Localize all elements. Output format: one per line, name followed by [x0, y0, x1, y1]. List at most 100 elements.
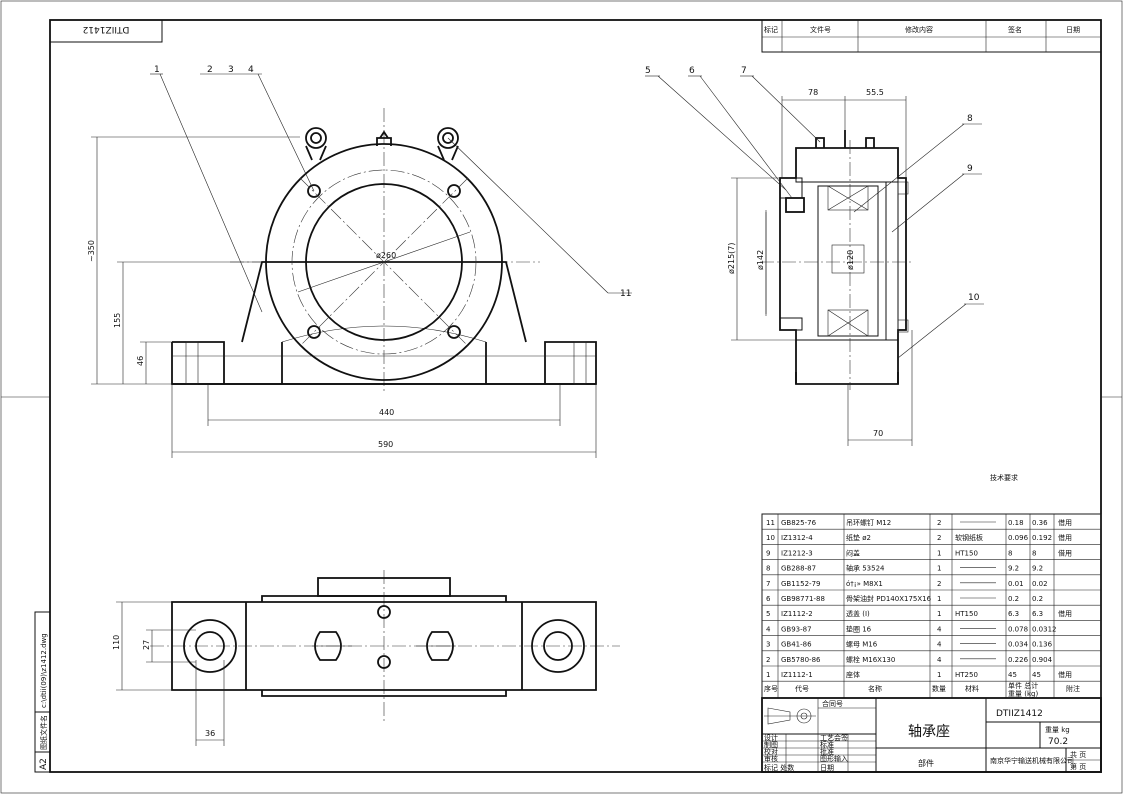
left-margin-info: A2 图纸文件名 c:\dtii(09)\z1412.dwg	[34, 611, 51, 773]
tech-requirements: 技术要求	[990, 473, 1018, 482]
dim-total-height: ~350	[87, 240, 96, 262]
bom-row-qty: 1	[937, 595, 941, 603]
sheet-number: 第 页	[1070, 762, 1086, 771]
bom-row-code: IZ1112-2	[781, 610, 813, 618]
dim-side-bottom: 70	[873, 429, 883, 438]
sheets-total: 共 页	[1070, 750, 1086, 759]
drawing-border	[49, 19, 1102, 773]
bom-row-code: GB288-87	[781, 565, 816, 573]
bom-row-code: GB93-87	[781, 625, 812, 633]
bom-row-weight-total: 9.2	[1032, 565, 1043, 573]
bom-row-qty: 1	[937, 549, 941, 557]
weight-value: 70.2	[1048, 737, 1068, 747]
dim-bolt-span: 440	[379, 408, 394, 417]
sheet-size-code: A2	[39, 758, 49, 770]
dim-side-top1: 78	[808, 88, 818, 97]
title-block: 合同号 轴承座 DTIIZ1412 重量 kg 70.2 部件 南京华宁输送机械…	[761, 697, 1102, 773]
dim-center-height: 155	[113, 313, 122, 328]
bom-row-weight-unit: 0.01	[1008, 580, 1024, 588]
bom-row-weight-total: 0.904	[1032, 656, 1053, 664]
bom-row-weight-unit: 0.2	[1008, 595, 1019, 603]
role-draw: 制图	[764, 740, 778, 749]
dim-side-outer-dia: ø215(7)	[727, 243, 736, 275]
bom-row-qty: 1	[937, 610, 941, 618]
role-input: 图形输入	[820, 754, 848, 763]
balloon-7: 7	[741, 66, 747, 76]
plan-view: 110 27 36	[112, 570, 620, 746]
part-type: 部件	[918, 758, 934, 768]
dim-plan-width: 110	[112, 635, 121, 650]
rev-header-mark: 标记	[764, 25, 778, 34]
bom-row-no: 10	[766, 534, 775, 542]
bom-row-material: HT250	[955, 671, 978, 679]
role-design: 设计	[764, 733, 778, 742]
bom-row-qty: 4	[937, 656, 942, 664]
bom-row-code: GB98771-88	[781, 595, 825, 603]
bom-row-qty: 2	[937, 580, 941, 588]
bom-row-qty: 1	[937, 671, 941, 679]
role-approve: 批准	[820, 747, 834, 756]
balloon-3: 3	[228, 65, 234, 75]
file-name-label: 图纸文件名	[39, 715, 48, 750]
bom-row-name: 垫圈 16	[846, 624, 872, 633]
bom-row-weight-unit: 0.18	[1008, 519, 1024, 527]
bom-row-weight-unit: 45	[1008, 671, 1017, 679]
bom-row-no: 8	[766, 565, 770, 573]
bom-row-weight-total: 0.36	[1032, 519, 1048, 527]
bom-row-weight-total: 0.0312	[1032, 625, 1057, 633]
bom-row-weight-unit: 0.078	[1008, 625, 1028, 633]
bom-header-qty: 数量	[932, 684, 946, 693]
rev-header-sign: 签名	[1008, 25, 1022, 34]
role-date: 日期	[820, 764, 834, 772]
bom-row-code: GB5780-86	[781, 656, 821, 664]
bom-row-weight-unit: 8	[1008, 549, 1012, 557]
rev-header-file: 文件号	[810, 25, 831, 34]
balloon-6: 6	[689, 66, 695, 76]
bom-header-name: 名称	[868, 684, 882, 693]
balloon-8: 8	[967, 114, 973, 124]
bom-row-weight-total: 8	[1032, 549, 1036, 557]
bom-row-name: 闷盖	[846, 548, 860, 557]
bom-row-qty: 2	[937, 534, 941, 542]
bom-row-name: 骨架油封 PD140X175X16	[846, 594, 932, 603]
weight-label: 重量 kg	[1045, 726, 1070, 734]
bom-row-no: 6	[766, 595, 771, 603]
bom-row-weight-unit: 9.2	[1008, 565, 1019, 573]
rev-header-date: 日期	[1066, 26, 1080, 34]
contract-label: 合同号	[822, 699, 843, 708]
bom-header-code: 代号	[795, 684, 809, 693]
bom-row-name: 纸垫 ø2	[846, 533, 871, 542]
side-section-view: 78 55.5 ø215(7) ø142 ø120 70 5 6 7 8 9 1…	[645, 66, 984, 446]
balloon-11: 11	[620, 289, 631, 299]
bom-row-no: 3	[766, 641, 770, 649]
bom-row-name: ó†¡» M8X1	[846, 580, 883, 588]
bom-row-qty: 4	[937, 641, 942, 649]
bom-row-name: 座体	[846, 670, 860, 679]
bom-row-no: 2	[766, 656, 770, 664]
dim-side-shaft-dia: ø142	[756, 250, 765, 270]
balloon-5: 5	[645, 66, 651, 76]
bom-row-name: 吊环螺钉 M12	[846, 518, 891, 527]
drawing-title: 轴承座	[908, 724, 950, 740]
front-bore-dia: ø260	[376, 251, 396, 260]
bom-row-no: 4	[766, 625, 771, 633]
bom-row-code: IZ1312-4	[781, 534, 813, 542]
dim-plan-slot: 27	[142, 640, 151, 650]
dim-base-height: 46	[136, 356, 145, 366]
dim-side-top2: 55.5	[866, 88, 884, 97]
bom-row-code: GB825-76	[781, 519, 817, 527]
bom-row-name: 螺栓 M16X130	[846, 655, 895, 664]
bom-row-no: 5	[766, 610, 770, 618]
bom-row-code: GB41-86	[781, 641, 812, 649]
bom-row-qty: 4	[937, 625, 942, 633]
role-process: 工艺会签	[820, 733, 848, 742]
role-review: 审核	[764, 754, 778, 763]
bom-row-qty: 2	[937, 519, 941, 527]
bom-row-qty: 1	[937, 565, 941, 573]
balloon-10: 10	[968, 293, 980, 303]
bom-row-weight-total: 45	[1032, 671, 1041, 679]
bom-header-weight: 单件 总计	[1008, 681, 1038, 690]
bom-row-weight-total: 0.2	[1032, 595, 1043, 603]
